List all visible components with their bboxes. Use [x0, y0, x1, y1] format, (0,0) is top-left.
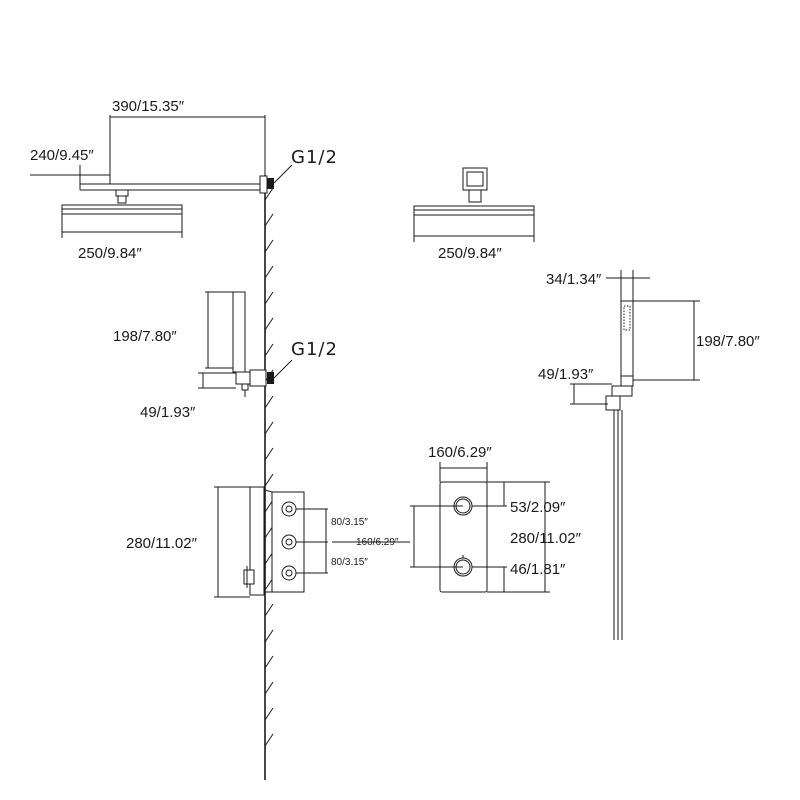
inlet-fitting-top — [267, 178, 274, 189]
port-spacing-1-label: 80/3.15″ — [331, 517, 368, 528]
hatch-mark — [264, 395, 274, 409]
handshower-height-label: 198/7.80″ — [696, 333, 760, 350]
hatch-mark — [264, 343, 274, 357]
mixer-body-side-view — [214, 486, 410, 598]
plate-height-label: 280/11.02″ — [510, 530, 582, 547]
arm-drop-label: 240/9.45″ — [30, 147, 94, 164]
hatch-mark — [264, 707, 274, 721]
head-width-side-label: 250/9.84″ — [78, 245, 142, 262]
arm-length-label: 390/15.35″ — [112, 98, 185, 115]
body-height-side-label: 280/11.02″ — [126, 535, 198, 552]
hatch-mark — [264, 317, 274, 331]
wall — [264, 175, 274, 780]
handshower-outlet-label: 49/1.93″ — [538, 366, 594, 383]
hatch-mark — [264, 213, 274, 227]
holder-depth-label: 49/1.93″ — [140, 404, 196, 421]
port-spacing-2-label: 80/3.15″ — [331, 557, 368, 568]
hatch-mark — [264, 447, 274, 461]
hatch-mark — [264, 681, 274, 695]
hatch-mark — [264, 187, 274, 201]
plate-width-label: 160/6.29″ — [428, 444, 492, 461]
holder-height-label: 198/7.80″ — [113, 328, 177, 345]
hatch-mark — [264, 473, 274, 487]
head-width-front-label: 250/9.84″ — [438, 245, 502, 262]
shower-head-front-view — [413, 167, 535, 242]
hatch-mark — [264, 291, 274, 305]
shower-arm-side-view — [30, 115, 274, 238]
hatch-mark — [264, 421, 274, 435]
port-spacing-total-label: 160/6.29″ — [356, 537, 399, 548]
handshower-holder-side-view — [198, 291, 274, 397]
hatch-mark — [264, 603, 274, 617]
hatch-mark — [264, 265, 274, 279]
knob-bottom-offset-label: 46/1.81″ — [510, 561, 566, 578]
inlet-fitting-mid — [267, 372, 274, 384]
inlet-mid-label: G1/2 — [291, 339, 338, 360]
control-plate-front-view — [410, 462, 550, 593]
handshower-width-label: 34/1.34″ — [546, 271, 602, 288]
inlet-top-label: G1/2 — [291, 147, 338, 168]
hatch-mark — [264, 629, 274, 643]
hatch-mark — [264, 733, 274, 747]
hatch-mark — [264, 239, 274, 253]
knob-top-offset-label: 53/2.09″ — [510, 499, 566, 516]
hatch-mark — [264, 655, 274, 669]
wall-hatching — [264, 187, 274, 747]
handshower-side-view — [570, 270, 700, 640]
